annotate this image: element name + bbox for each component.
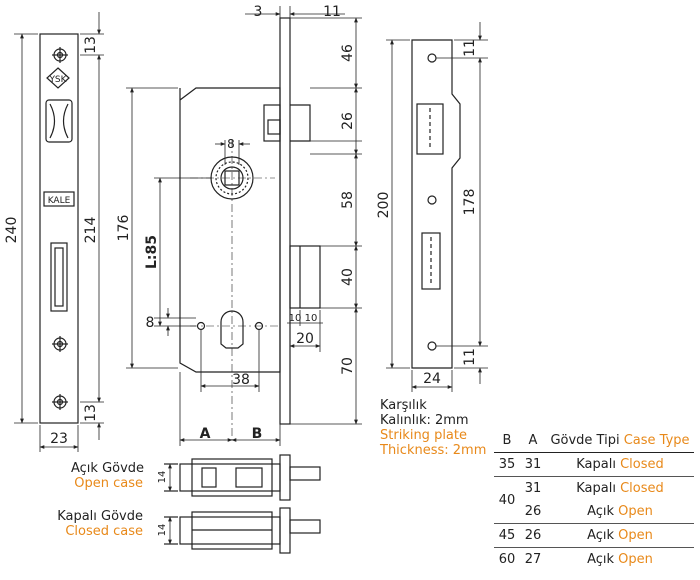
cell-a: 31 bbox=[524, 481, 542, 496]
open-case-label-en: Open case bbox=[74, 476, 143, 491]
dim-13-bottom: 13 bbox=[83, 404, 99, 422]
strike-label-en-2: Thickness: 2mm bbox=[380, 443, 487, 458]
cell-type-tr: Açık bbox=[587, 528, 615, 543]
cell-b: 40 bbox=[498, 492, 516, 508]
strike-plate-label: Karşılık Kalınlık: 2mm Striking plate Th… bbox=[380, 398, 486, 458]
dim-14-closed: 14 bbox=[157, 524, 168, 537]
dim-3: 3 bbox=[254, 4, 263, 20]
open-case-label-tr: Açık Gövde bbox=[71, 461, 145, 476]
cell-type-tr: Açık bbox=[587, 552, 615, 567]
cell-type-en: Closed bbox=[620, 481, 664, 496]
dim-40: 40 bbox=[340, 268, 356, 286]
table-row: 35 31 Kapalı Closed bbox=[494, 453, 694, 477]
body-dimensions bbox=[126, 6, 362, 446]
dim-240: 240 bbox=[4, 217, 20, 244]
dim-11-top: 11 bbox=[323, 4, 341, 20]
closed-case-section bbox=[164, 507, 321, 554]
dim-46: 46 bbox=[340, 44, 356, 62]
closed-case-label-tr: Kapalı Gövde bbox=[57, 509, 143, 524]
cell-b: 35 bbox=[498, 457, 516, 472]
header-a: A bbox=[528, 433, 538, 448]
dim-b: B bbox=[252, 426, 263, 442]
front-dimensions bbox=[14, 12, 104, 452]
dim-11-strike-top: 11 bbox=[462, 39, 478, 57]
front-plate bbox=[39, 33, 79, 424]
dim-38: 38 bbox=[232, 372, 250, 388]
dim-10b: 10 bbox=[305, 313, 318, 324]
strike-label-tr-1: Karşılık bbox=[380, 398, 427, 413]
cell-type-tr: Kapalı bbox=[576, 457, 616, 472]
table-row: 60 27 Açık Open bbox=[494, 547, 694, 572]
dim-26: 26 bbox=[340, 112, 356, 130]
cell-a: 27 bbox=[524, 552, 542, 567]
header-type-en: Case Type bbox=[623, 433, 690, 448]
cell-type-en: Closed bbox=[620, 457, 664, 472]
ysk-logo-text: YSK bbox=[48, 75, 67, 85]
dim-176: 176 bbox=[116, 215, 132, 242]
dim-214: 214 bbox=[83, 217, 99, 244]
dim-58: 58 bbox=[340, 191, 356, 209]
dim-follower-8: 8 bbox=[227, 137, 235, 151]
dim-178: 178 bbox=[462, 189, 478, 216]
dim-a: A bbox=[200, 426, 211, 442]
strike-dimensions bbox=[386, 22, 488, 392]
dim-l85: L:85 bbox=[144, 235, 160, 269]
cell-type-en: Open bbox=[618, 504, 653, 519]
table-row: 26 Açık Open bbox=[494, 500, 694, 524]
cell-type-en: Open bbox=[618, 552, 653, 567]
dim-20: 20 bbox=[296, 331, 314, 347]
lock-body bbox=[179, 17, 321, 440]
dim-10a: 10 bbox=[289, 313, 302, 324]
dim-13-top: 13 bbox=[83, 36, 99, 54]
header-type-tr: Gövde Tipi bbox=[550, 433, 620, 448]
cell-type: Kapalı Closed bbox=[546, 453, 694, 477]
closed-case-label-en: Closed case bbox=[65, 524, 143, 539]
case-type-table: B A Gövde Tipi Case Type 35 31 Kapalı Cl… bbox=[494, 429, 694, 571]
cell-type-tr: Kapalı bbox=[576, 481, 616, 496]
open-case-label: Açık Gövde Open case bbox=[71, 461, 145, 491]
table-row: 45 26 Açık Open bbox=[494, 523, 694, 548]
cell-type: Açık Open bbox=[546, 500, 694, 524]
dim-11-strike-bottom: 11 bbox=[462, 348, 478, 366]
cell-type-tr: Açık bbox=[587, 504, 615, 519]
dim-200: 200 bbox=[376, 192, 392, 219]
closed-case-label: Kapalı Gövde Closed case bbox=[56, 509, 143, 539]
strike-label-tr-2: Kalınlık: 2mm bbox=[380, 413, 469, 428]
dim-24: 24 bbox=[423, 371, 441, 387]
dim-23: 23 bbox=[50, 431, 68, 447]
cell-type: Açık Open bbox=[546, 524, 694, 548]
strike-plate bbox=[411, 39, 461, 369]
cell-type: Kapalı Closed bbox=[546, 477, 694, 501]
cell-type: Açık Open bbox=[546, 548, 694, 572]
open-case-section bbox=[164, 454, 321, 501]
dim-cylinder-8: 8 bbox=[146, 315, 155, 331]
cell-a: 26 bbox=[524, 528, 542, 543]
kale-logo bbox=[43, 191, 75, 207]
table-row: 40 31 Kapalı Closed bbox=[494, 476, 694, 508]
cell-type-en: Open bbox=[618, 528, 653, 543]
cell-a: 26 bbox=[524, 504, 542, 519]
cell-b: 60 bbox=[498, 552, 516, 567]
kale-logo-text: KALE bbox=[48, 196, 71, 206]
dim-70: 70 bbox=[340, 357, 356, 375]
strike-label-en-1: Striking plate bbox=[380, 428, 467, 443]
cell-a: 31 bbox=[524, 457, 542, 472]
header-b: B bbox=[502, 433, 512, 448]
ysk-logo bbox=[46, 67, 70, 89]
cell-b: 45 bbox=[498, 528, 516, 543]
header-case-type: Gövde Tipi Case Type bbox=[546, 429, 694, 453]
table-header-row: B A Gövde Tipi Case Type bbox=[494, 429, 694, 453]
dim-14-open: 14 bbox=[157, 471, 168, 484]
